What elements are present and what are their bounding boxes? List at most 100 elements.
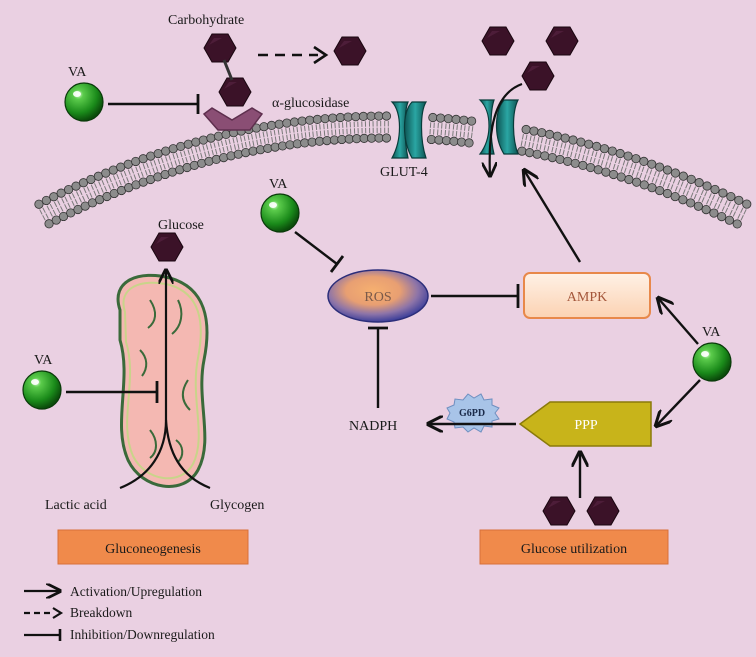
va-sphere-icon [22,370,62,410]
phospholipid-head [198,135,208,145]
phospholipid-head [328,113,338,123]
carbohydrate-label: Carbohydrate [168,13,244,28]
phospholipid-head [568,135,578,145]
glucose-label: Glucose [158,218,204,233]
phospholipid-head [607,146,617,156]
legend-breakdown-arrowhead [52,607,64,619]
phospholipid-head [724,215,735,225]
phospholipid-head [263,143,273,153]
va-sphere-icon [260,193,300,233]
phospholipid-head [544,129,555,139]
phospholipid-head [616,172,626,182]
phospholipid-head [41,195,51,206]
glucose-hexagon-icon [150,232,184,262]
phospholipid-head [274,119,284,129]
phospholipid-head [213,131,224,141]
phospholipid-head [374,111,384,121]
phospholipid-head [555,154,565,165]
phospholipid-head [537,128,547,138]
glucose-hexagon-icon [545,26,579,56]
legend-activation-label: Activation/Upregulation [70,584,202,599]
phospholipid-head [686,174,696,184]
ampk-label: AMPK [567,290,607,305]
va-sphere-icon [692,342,732,382]
phospholipid-head [241,148,251,158]
phospholipid-head [44,219,54,229]
phospholipid-head [161,146,171,156]
phospholipid-head [259,122,269,132]
phospholipid-head [639,156,649,166]
phospholipid-head [726,192,736,202]
inhibition-bar [329,255,345,273]
glucose-uptake-arrow [490,82,523,176]
phospholipid-head [694,178,704,188]
phospholipid-head [532,149,542,159]
phospholipid-head [592,141,602,151]
phospholipid-head [221,129,231,140]
phospholipid-head [51,215,61,225]
phospholipid-head [267,120,277,130]
phospholipid-head [529,126,539,136]
phospholipid-head [718,188,728,198]
lactic-acid-label: Lactic acid [45,498,107,513]
gluconeogenesis-label: Gluconeogenesis [105,542,201,557]
phospholipid-head [366,111,376,121]
glucose-hexagon-icon [218,77,252,107]
phospholipid-head [434,135,444,145]
phospholipid-head [734,195,744,205]
phospholipid-head [693,201,703,211]
alpha-glucosidase-label: α-glucosidase [272,96,349,111]
phospholipid-head [521,124,531,135]
ros-label: ROS [364,290,391,305]
phospholipid-head [710,184,720,195]
legend-breakdown-label: Breakdown [70,605,132,620]
phospholipid-head [459,115,469,125]
phospholipid-head [343,112,353,122]
phospholipid-head [599,144,610,154]
phospholipid-head [56,188,66,198]
phospholipid-head [428,112,438,123]
phospholipid-head [593,165,603,175]
phospholipid-head [624,174,634,185]
phospholipid-head [456,137,467,147]
phospholipid-head [34,199,44,209]
phospholipid-head [701,204,711,215]
phospholipid-head [524,148,535,158]
phospholipid-head [552,131,563,141]
phospholipid-head [709,208,719,218]
g6pd-label: G6PD [459,408,485,419]
phospholipid-head [451,114,461,124]
glucose-utilization-box: Glucose utilization [479,529,669,565]
alpha-glucosidase-enzyme [202,107,264,131]
phospholipid-head [647,159,657,169]
va-label: VA [34,353,53,368]
glucose-hexagon-icon [586,496,620,526]
phospholipid-head [517,146,527,156]
legend-inhibition-label: Inhibition/Downregulation [70,627,215,642]
phospholipid-head [655,185,665,196]
phospholipid-head [63,184,74,195]
phospholipid-head [647,183,657,193]
phospholipid-head [601,167,611,177]
mitochondrion [116,273,209,488]
glut4-label: GLUT-4 [380,165,428,180]
phospholipid-head [449,136,459,146]
phospholipid-head [443,114,453,124]
cell-membrane [34,111,752,229]
phospholipid-head [717,211,727,222]
phospholipid-head [631,177,642,187]
phospholipid-head [670,191,680,202]
ppp-label: PPP [574,418,598,433]
phospholipid-head [78,178,89,188]
glucose-hexagon-icon [542,496,576,526]
va-activates-ampk-arrow [658,298,699,345]
phospholipid-head [297,116,307,126]
ampk-to-glut4-arrow [524,170,582,263]
phospholipid-head [183,139,193,149]
phospholipid-head [381,133,392,143]
phospholipid-head [206,133,216,143]
phospholipid-head [570,158,580,168]
phospholipid-head [631,154,641,164]
legend: Activation/Upregulation Breakdown Inhibi… [24,584,215,642]
